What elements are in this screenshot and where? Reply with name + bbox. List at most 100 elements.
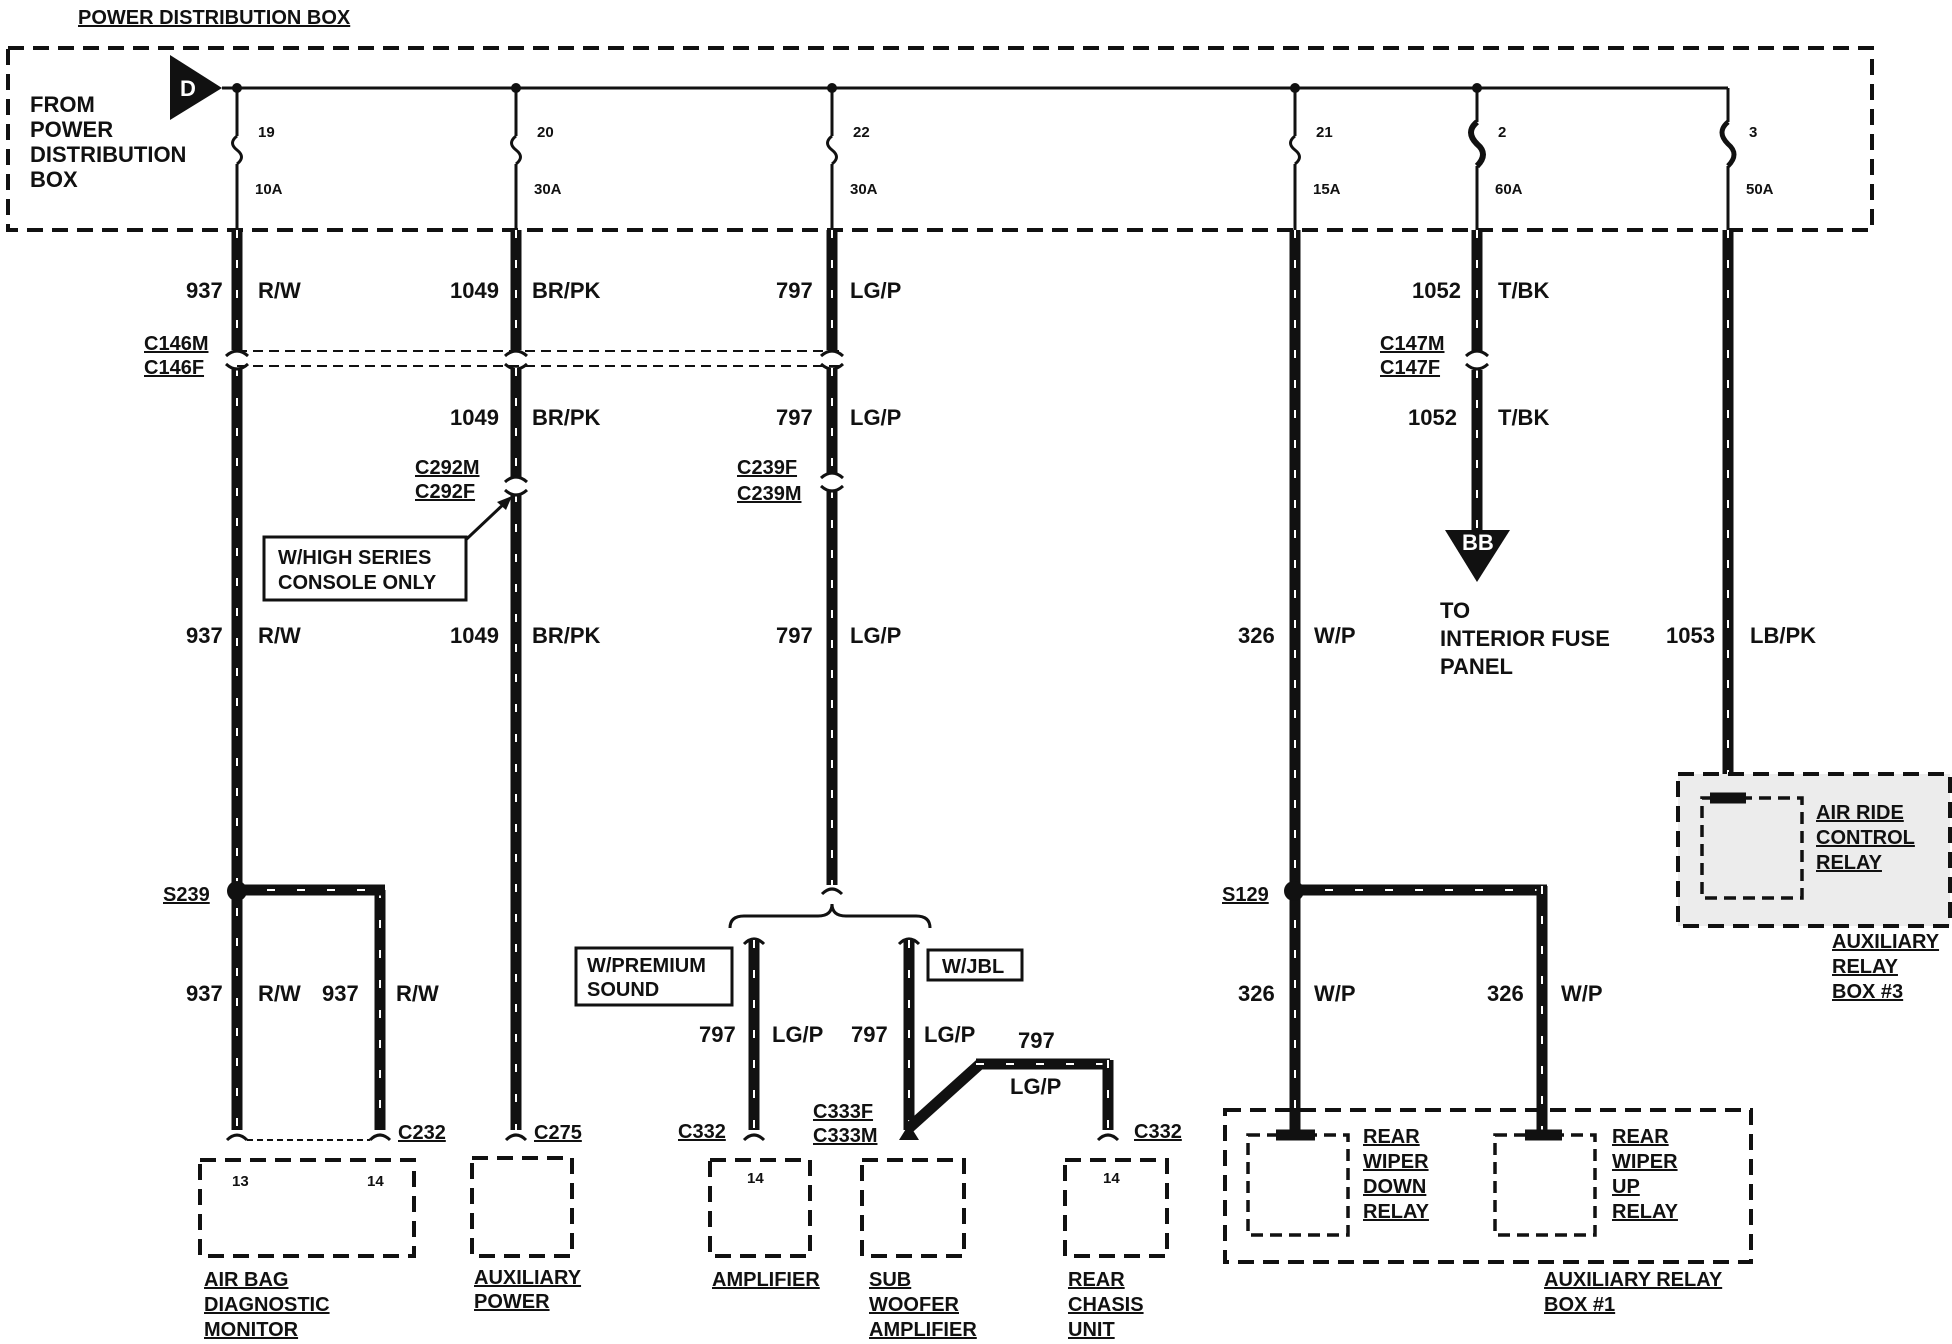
component-label-line: CONTROL: [1816, 827, 1915, 849]
connector-label: C332: [1134, 1121, 1182, 1143]
offpage-label-line: TO: [1440, 598, 1470, 623]
connector-label-m: C239M: [737, 483, 801, 505]
wire-color-label: BR/PK: [532, 623, 601, 648]
connector-label: C232: [398, 1122, 446, 1144]
fuse-number: 21: [1316, 124, 1333, 141]
component-auxiliary-relay-box-1: REAR WIPER DOWN RELAY REAR WIPER UP RELA…: [1223, 1108, 1753, 1316]
wire-circuit-label: 937: [186, 278, 223, 303]
wire-color-label: LG/P: [850, 278, 901, 303]
component-label-line: CHASIS: [1068, 1294, 1144, 1316]
component-label-line: RELAY: [1363, 1201, 1430, 1223]
component-label-line: AUXILIARY: [1832, 931, 1940, 953]
pdb-label-line: BOX: [30, 167, 78, 192]
wire-color-label: LG/P: [924, 1022, 975, 1047]
offpage-marker-bb: [1445, 530, 1510, 582]
connector-c332-rear: [1096, 1133, 1120, 1142]
offpage-marker-letter: BB: [1462, 530, 1494, 555]
connector-label: C275: [534, 1122, 582, 1144]
wire-color-label: R/W: [258, 623, 301, 648]
connector-label-f: C292F: [415, 481, 475, 503]
connector-label-m: C292M: [415, 457, 479, 479]
connector-label: C332: [678, 1121, 726, 1143]
component-label-line: DOWN: [1363, 1176, 1426, 1198]
wire-circuit-label: 797: [776, 623, 813, 648]
component-label-line: BOX #3: [1832, 981, 1903, 1003]
component-airbag-monitor: 13 14 AIR BAG DIAGNOSTIC MONITOR: [198, 1158, 416, 1341]
circuit-326: [1284, 230, 1548, 1135]
connector-c333: [899, 1124, 919, 1140]
wire-circuit-label: 1049: [450, 278, 499, 303]
wire-color-label: LG/P: [772, 1022, 823, 1047]
wire-circuit-label: 1049: [450, 405, 499, 430]
wire-circuit-label: 937: [186, 623, 223, 648]
offpage-label-line: INTERIOR FUSE: [1440, 626, 1610, 651]
connector-c232-left: [225, 1133, 249, 1142]
connector-c147: [1464, 349, 1490, 371]
pdb-label-line: DISTRIBUTION: [30, 142, 186, 167]
fuse-3: 3 50A: [1719, 88, 1774, 230]
component-label-line: RELAY: [1816, 852, 1883, 874]
wire-color-label: R/W: [258, 981, 301, 1006]
fuse-number: 19: [258, 124, 275, 141]
pin-number: 14: [747, 1170, 764, 1187]
fuse-22: 22 30A: [826, 88, 878, 230]
fuse-number: 3: [1749, 124, 1757, 141]
component-label-line: RELAY: [1832, 956, 1899, 978]
fuse-rating: 60A: [1495, 181, 1523, 198]
circuit-1049: [453, 230, 529, 1142]
wire-circuit-label: 937: [322, 981, 359, 1006]
wire-color-label: BR/PK: [532, 405, 601, 430]
fuse-rating: 30A: [534, 181, 562, 198]
splice-s239: [227, 881, 247, 901]
note-line: CONSOLE ONLY: [278, 572, 437, 594]
connector-label-f: C333F: [813, 1101, 873, 1123]
component-label-line: WIPER: [1612, 1151, 1678, 1173]
component-label-line: UP: [1612, 1176, 1640, 1198]
note-high-series: W/HIGH SERIES CONSOLE ONLY: [262, 535, 468, 602]
component-label-line: RELAY: [1612, 1201, 1679, 1223]
component-label-line: AUXILIARY RELAY: [1544, 1269, 1723, 1291]
fuse-rating: 15A: [1313, 181, 1341, 198]
component-label-line: MONITOR: [204, 1319, 299, 1341]
diagram-title: POWER DISTRIBUTION BOX: [78, 7, 351, 29]
splice-label: S239: [163, 884, 210, 906]
wire-circuit-label: 1052: [1408, 405, 1457, 430]
component-rear-chassis-unit: 14 REAR CHASIS UNIT: [1063, 1158, 1169, 1341]
component-label-line: REAR: [1363, 1126, 1420, 1148]
note-line: W/JBL: [942, 956, 1004, 978]
wire-color-label: R/W: [258, 278, 301, 303]
wire-circuit-label: 326: [1238, 623, 1275, 648]
offpage-label: TO INTERIOR FUSE PANEL: [1440, 598, 1610, 679]
note-jbl: W/JBL: [926, 948, 1024, 982]
wire-circuit-label: 797: [699, 1022, 736, 1047]
wire-color-label: LB/PK: [1750, 623, 1816, 648]
fuse-number: 20: [537, 124, 554, 141]
component-label-line: BOX #1: [1544, 1294, 1615, 1316]
component-label-line: AIR RIDE: [1816, 802, 1904, 824]
fuse-rating: 30A: [850, 181, 878, 198]
connector-label-m: C146M: [144, 333, 208, 355]
component-label-line: DIAGNOSTIC: [204, 1294, 330, 1316]
component-label-line: WOOFER: [869, 1294, 960, 1316]
wire-circuit-label: 797: [776, 405, 813, 430]
component-auxiliary-power: AUXILIARY POWER: [470, 1156, 582, 1313]
splice-s129: [1284, 881, 1304, 901]
power-distribution-box: [6, 46, 1874, 232]
wire-color-label: BR/PK: [532, 278, 601, 303]
wire-color-label: W/P: [1314, 623, 1356, 648]
wire-color-label: W/P: [1561, 981, 1603, 1006]
note-line: SOUND: [587, 979, 659, 1001]
component-label-line: POWER: [474, 1291, 550, 1313]
relay-rear-wiper-down: [1246, 1133, 1350, 1237]
connector-c292: [503, 475, 529, 497]
branch-brace: [728, 903, 932, 929]
wire-color-label: T/BK: [1498, 405, 1549, 430]
wire-circuit-label: 797: [1018, 1028, 1055, 1053]
pdb-marker-letter: D: [180, 76, 196, 101]
connector-c332-amp: [742, 1133, 766, 1142]
fuse-rating: 50A: [1746, 181, 1774, 198]
wire-color-label: W/P: [1314, 981, 1356, 1006]
circuit-797: [728, 230, 1120, 1142]
connector-label-f: C239F: [737, 457, 797, 479]
